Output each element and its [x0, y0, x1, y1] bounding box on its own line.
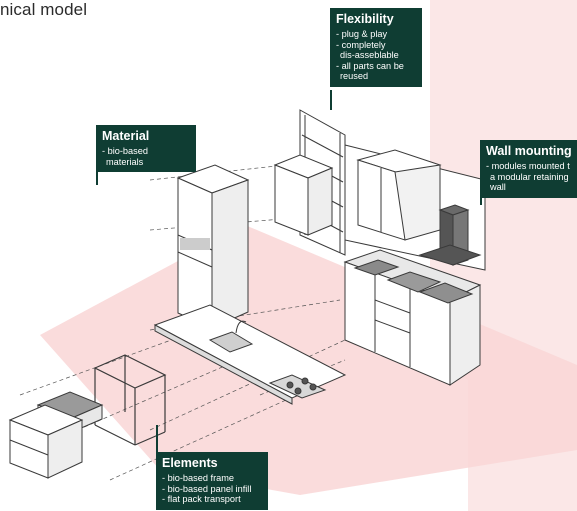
- diagram-title: nical model: [0, 0, 88, 19]
- wall-mounting-item: a modular retaining: [490, 171, 569, 182]
- wall-mounting-item: wall: [490, 182, 506, 193]
- wall-mounting-heading: Wall mounting: [486, 144, 572, 158]
- material-heading: Material: [102, 129, 150, 143]
- drawer-modules: [8, 391, 104, 479]
- elements-item: - bio-based frame: [162, 473, 235, 483]
- elements-heading: Elements: [162, 456, 218, 470]
- material-item: materials: [106, 156, 144, 167]
- elements-item: - flat pack transport: [162, 494, 241, 505]
- material-item: - bio-based: [102, 146, 148, 156]
- elements-item: - bio-based panel infill: [162, 483, 252, 494]
- flexibility-item: - completely: [336, 39, 386, 50]
- elements-callout: Elements - bio-based frame - bio-based p…: [156, 452, 268, 510]
- wall-mounting-item: - modules mounted t: [486, 161, 570, 171]
- countertop: [153, 304, 347, 405]
- flexibility-callout: Flexibility - plug & play - completely d…: [330, 8, 422, 87]
- flexibility-item: - all parts can be: [336, 60, 404, 71]
- wall-mounting-callout: Wall mounting - modules mounted t a modu…: [480, 140, 577, 198]
- range-hood: [418, 204, 482, 266]
- upper-wall-cabinets: [356, 149, 442, 241]
- material-callout: Material - bio-based materials: [96, 125, 196, 173]
- flexibility-heading: Flexibility: [336, 12, 394, 26]
- kitchen-base-unit: [343, 249, 482, 386]
- floating-wall-cabinet: [273, 154, 334, 236]
- tall-cabinet: [176, 164, 250, 329]
- flexibility-item: dis-asseblable: [340, 50, 399, 61]
- flexibility-item: reused: [340, 71, 369, 82]
- flexibility-item: - plug & play: [336, 29, 388, 39]
